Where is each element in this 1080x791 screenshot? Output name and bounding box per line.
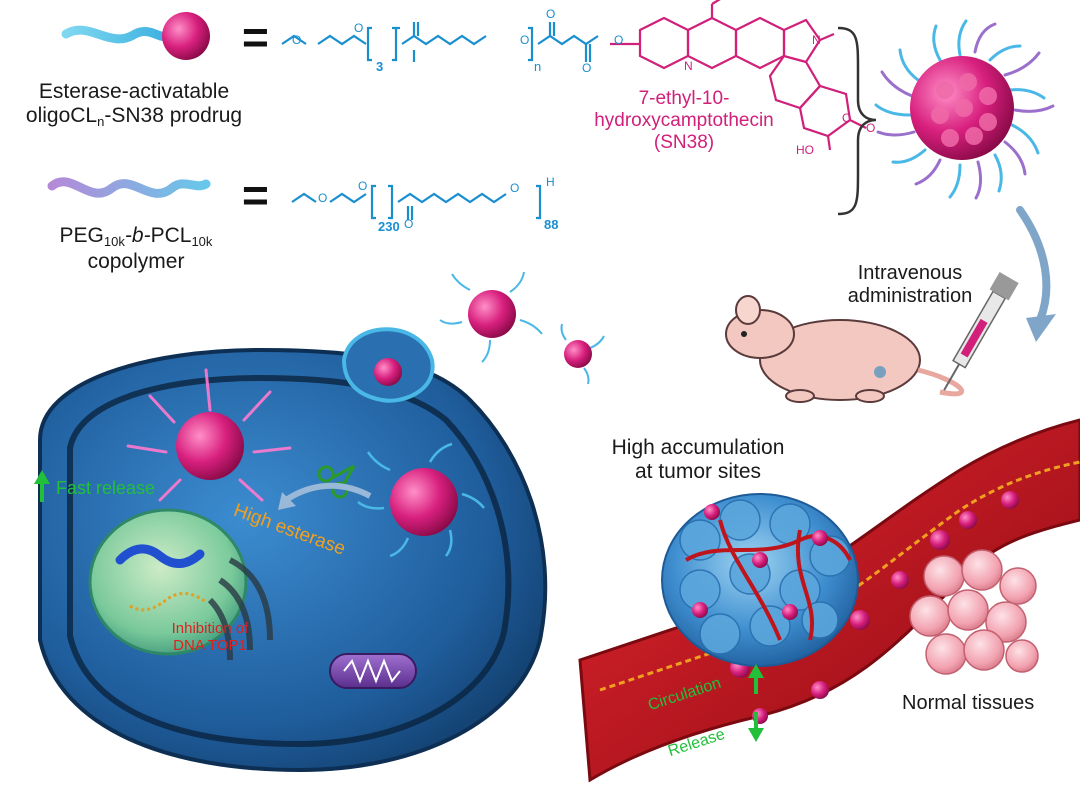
prodrug-label-line2: oligoCLn-SN38 prodrug: [25, 104, 243, 130]
atom-o-9: O: [318, 191, 328, 205]
repeat-230-label: 230: [378, 219, 400, 234]
normal-tissues-label: Normal tissues: [902, 692, 1035, 714]
atom-o-5: O: [582, 61, 592, 75]
esterase-arrow: [284, 482, 372, 503]
micelle-icon: [439, 271, 605, 385]
atom-o-1: O: [292, 33, 302, 47]
copolymer-label-line2: copolymer: [87, 249, 185, 273]
sn38-label: 7-ethyl-10- hydroxycamptothecin (SN38): [594, 88, 774, 153]
down-arrow-icon: [748, 712, 764, 742]
copolymer-structure: [291, 184, 542, 220]
copolymer-label-line1: PEG10k-b-PCL10k: [59, 224, 213, 249]
up-arrow-icon: [34, 470, 50, 502]
grouping-brace: [837, 26, 877, 216]
atom-o-6: O: [614, 33, 624, 47]
prodrug-strand-icon: [61, 12, 210, 60]
prodrug-structure: [281, 22, 599, 62]
atom-ho: HO: [796, 143, 814, 157]
accumulation-label: High accumulation at tumor sites: [611, 436, 785, 484]
cancer-cell: [34, 327, 548, 773]
assembled-micelle-icon: [874, 19, 1055, 200]
atom-n-2: N: [812, 33, 821, 47]
copolymer-label: PEG10k-b-PCL10k copolymer: [26, 224, 246, 274]
syringe-icon: [943, 272, 1019, 391]
atom-o-12: O: [510, 181, 520, 195]
atom-o-7: O: [842, 111, 852, 125]
equals-sign-2: =: [242, 169, 269, 221]
atom-o-10: O: [358, 179, 368, 193]
prodrug-label-line1: Esterase-activatable: [38, 80, 230, 103]
sn38-structure: [610, 0, 867, 151]
atom-o-8: O: [866, 121, 876, 135]
mitochondrion-icon: [329, 653, 417, 689]
atom-o-2: O: [354, 21, 364, 35]
circulation-arrow-icon: [748, 664, 764, 694]
prodrug-label: Esterase-activatable oligoCLn-SN38 prodr…: [16, 80, 252, 130]
tumor-cluster: [661, 493, 859, 667]
intravenous-label: Intravenous administration: [847, 262, 973, 307]
atom-o-4: O: [546, 7, 556, 21]
atom-o-11: O: [404, 217, 414, 231]
inhibition-label: Inhibition of DNA TOP1: [171, 620, 249, 655]
fast-release-label: Fast release: [56, 478, 156, 498]
repeat-n-label: n: [534, 59, 542, 74]
copolymer-strand-icon: [47, 177, 211, 198]
normal-tissue-cluster: [909, 549, 1039, 675]
atom-o-3: O: [520, 33, 530, 47]
repeat-3-label: 3: [376, 59, 384, 74]
equals-sign-1: =: [242, 11, 269, 63]
mouse-illustration: [725, 295, 965, 403]
repeat-88-label: 88: [544, 217, 559, 232]
flow-arrow: [1016, 206, 1051, 324]
h-end-label: H: [546, 175, 555, 189]
atom-n-1: N: [684, 59, 693, 73]
